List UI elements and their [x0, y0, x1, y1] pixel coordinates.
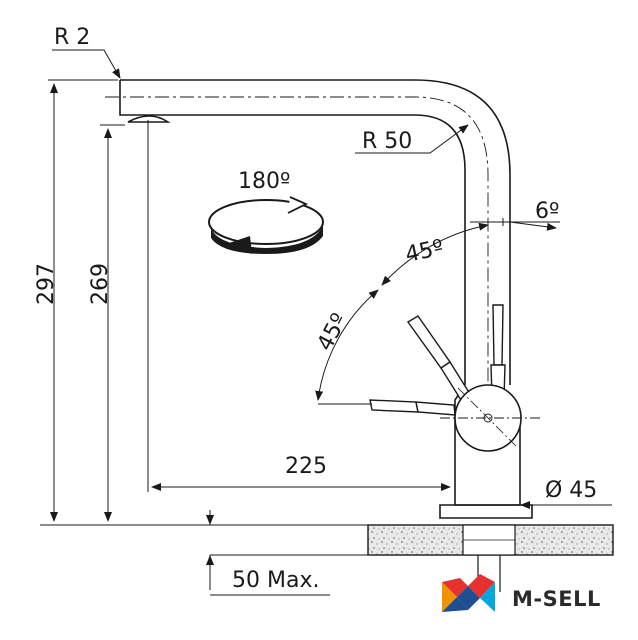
corner-radius-label: R 2 — [54, 25, 90, 50]
rotation-label: 180º — [238, 169, 290, 194]
countertop — [367, 524, 614, 592]
bend-radius-label: R 50 — [362, 129, 412, 154]
brand-name: M-SELL — [512, 587, 601, 611]
total-height-label: 297 — [34, 263, 59, 305]
max-counter-thickness-label: 50 Max. — [232, 568, 319, 593]
spout-height-label: 269 — [88, 263, 113, 305]
spout-reach-label: 225 — [285, 454, 327, 479]
dimension-lines — [40, 49, 612, 596]
lever-angle-upper-label: 45º — [403, 235, 446, 267]
body-diameter-label: Ø 45 — [545, 478, 597, 503]
lever-angle-lower-label: 45º — [313, 310, 353, 356]
spout-centerline — [105, 96, 489, 440]
aerator-nozzle — [127, 115, 171, 123]
m-sell-logo-icon — [442, 574, 495, 612]
spout-tilt-label: 6º — [535, 199, 559, 224]
rotation-arrow-icon — [208, 196, 324, 254]
faucet-outline — [119, 79, 533, 519]
